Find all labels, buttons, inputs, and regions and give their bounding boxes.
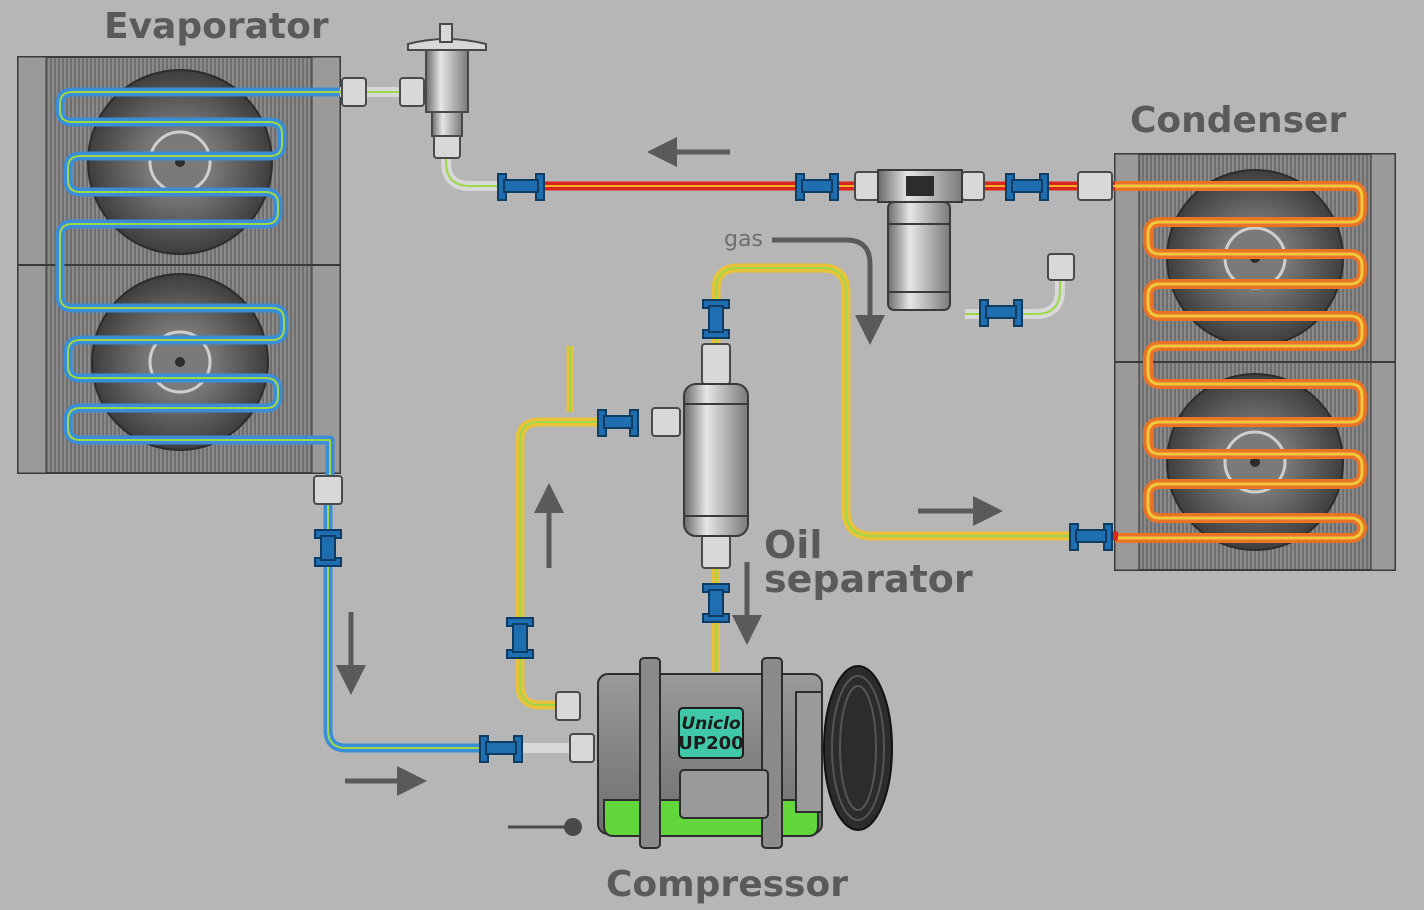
condenser (1115, 154, 1395, 570)
evaporator-fan-bottom (92, 274, 268, 450)
oil-separator-label-line2: separator (764, 557, 973, 601)
compressor-pulley (824, 666, 892, 830)
evaporator-label: Evaporator (104, 6, 329, 47)
condenser-fan-bottom (1167, 374, 1343, 550)
condenser-label: Condenser (1130, 100, 1346, 141)
oil-separator (684, 384, 748, 536)
compressor-model: UP200 (678, 733, 743, 754)
compressor-brand: Uniclo (681, 714, 741, 734)
filter-drier (878, 170, 962, 310)
flow-arrow-gas (772, 240, 870, 330)
compressor-badge: Uniclo UP200 (678, 708, 743, 758)
gas-label: gas (724, 227, 763, 252)
pressure-switch (508, 818, 582, 836)
compressor-label: Compressor (606, 864, 848, 905)
evaporator (18, 57, 340, 475)
compressor: Uniclo UP200 (598, 658, 892, 848)
